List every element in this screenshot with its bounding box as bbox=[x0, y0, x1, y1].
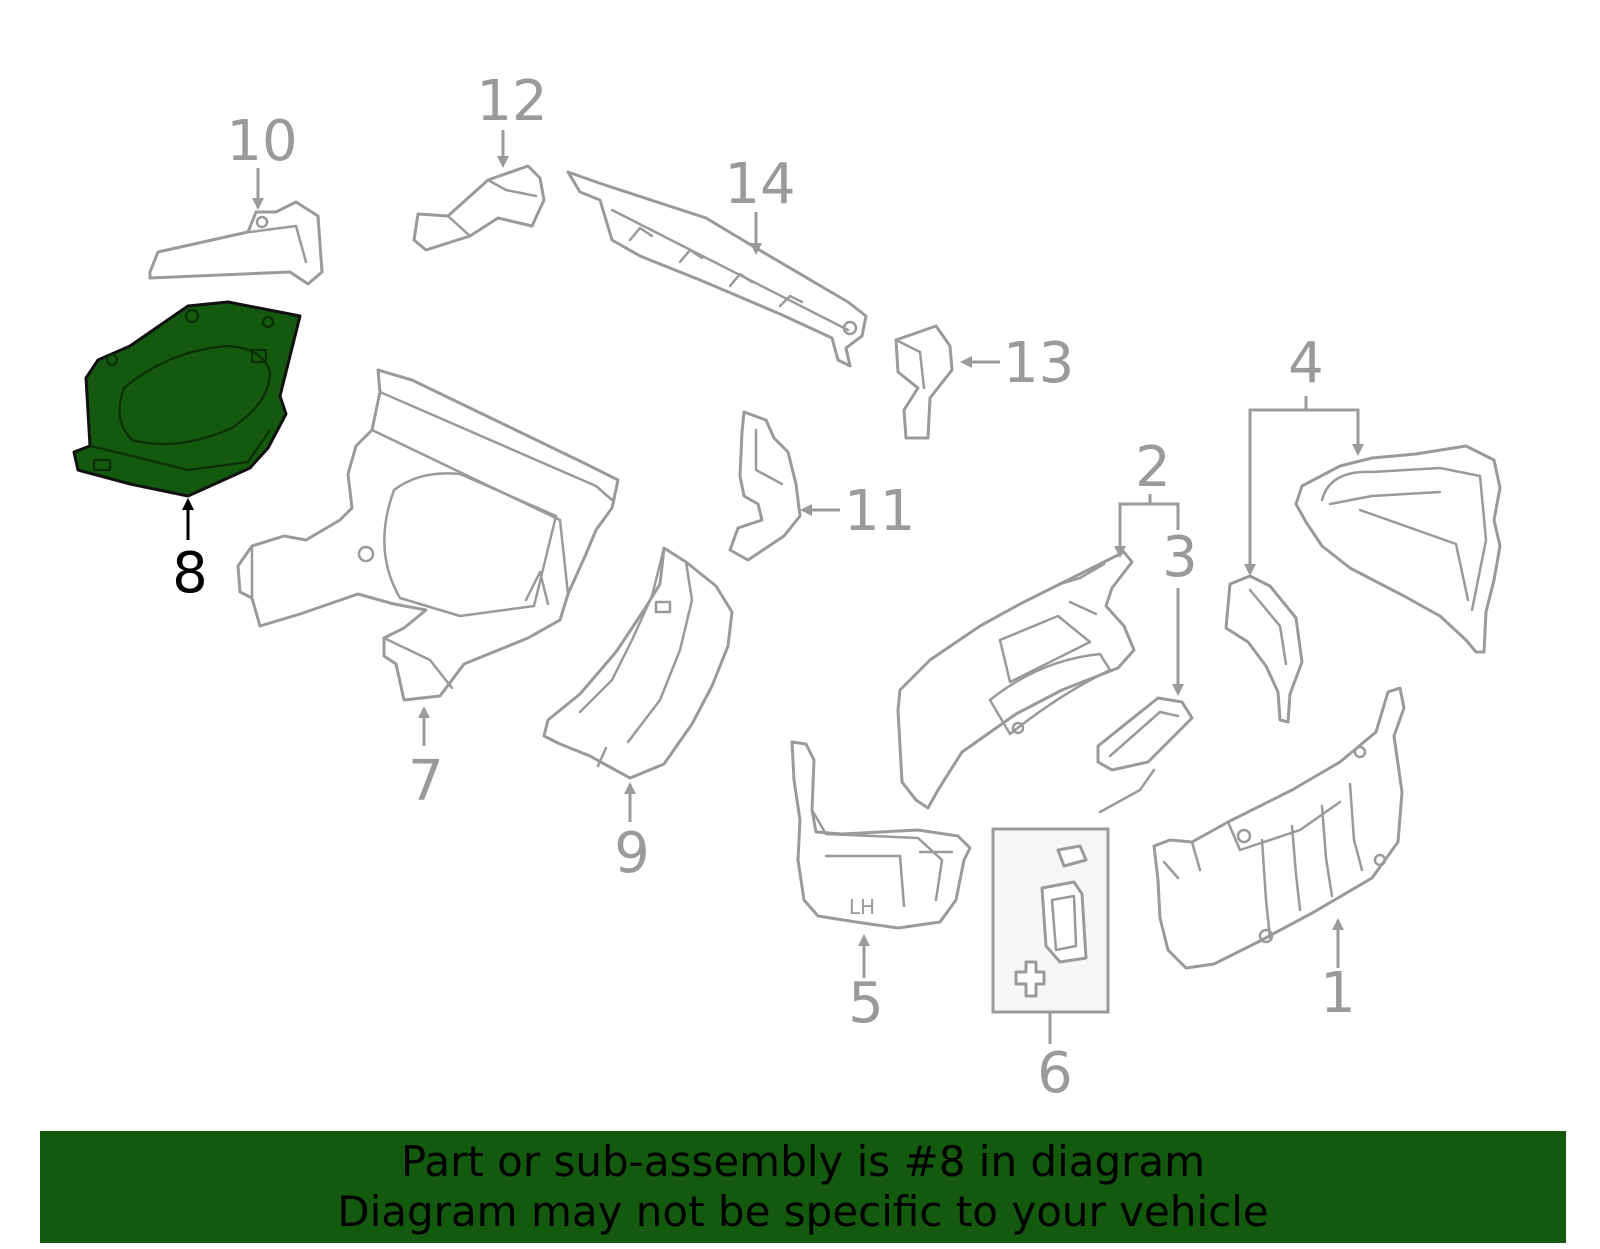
part-5: LH bbox=[790, 740, 972, 930]
callout-6: 6 bbox=[1037, 1041, 1073, 1106]
part-2 bbox=[896, 550, 1136, 810]
callout-3: 3 bbox=[1162, 525, 1198, 590]
callout-10: 10 bbox=[226, 109, 297, 174]
part-10 bbox=[148, 200, 324, 286]
callout-1: 1 bbox=[1320, 961, 1356, 1026]
part-14 bbox=[566, 170, 868, 368]
callout-12: 12 bbox=[476, 69, 547, 134]
banner-line-2: Diagram may not be specific to your vehi… bbox=[337, 1187, 1269, 1236]
callout-11: 11 bbox=[844, 479, 915, 544]
callout-8: 8 bbox=[172, 541, 208, 606]
info-banner: Part or sub-assembly is #8 in diagram Di… bbox=[40, 1131, 1566, 1243]
banner-line-1: Part or sub-assembly is #8 in diagram bbox=[400, 1137, 1206, 1186]
part-4-left bbox=[1224, 574, 1304, 724]
part-6 bbox=[991, 827, 1110, 1014]
part-11 bbox=[728, 410, 802, 562]
callout-4: 4 bbox=[1288, 331, 1324, 396]
part-4-right bbox=[1294, 444, 1502, 654]
callout-13: 13 bbox=[1003, 331, 1074, 396]
leaders bbox=[182, 130, 1364, 1044]
callout-14: 14 bbox=[724, 152, 795, 217]
callout-labels: 10 12 14 13 4 2 3 11 8 7 9 5 6 1 bbox=[172, 69, 1356, 1106]
callout-2: 2 bbox=[1135, 435, 1171, 500]
callout-7: 7 bbox=[408, 749, 444, 814]
part-3 bbox=[1096, 696, 1194, 814]
callout-5: 5 bbox=[848, 971, 884, 1036]
part-1 bbox=[1152, 686, 1406, 970]
part-13 bbox=[894, 324, 954, 440]
part-12 bbox=[412, 164, 546, 252]
part-7 bbox=[236, 368, 620, 702]
part-8 bbox=[72, 300, 302, 498]
callout-9: 9 bbox=[614, 821, 650, 886]
lh-marking: LH bbox=[849, 895, 875, 919]
part-9 bbox=[542, 546, 734, 780]
